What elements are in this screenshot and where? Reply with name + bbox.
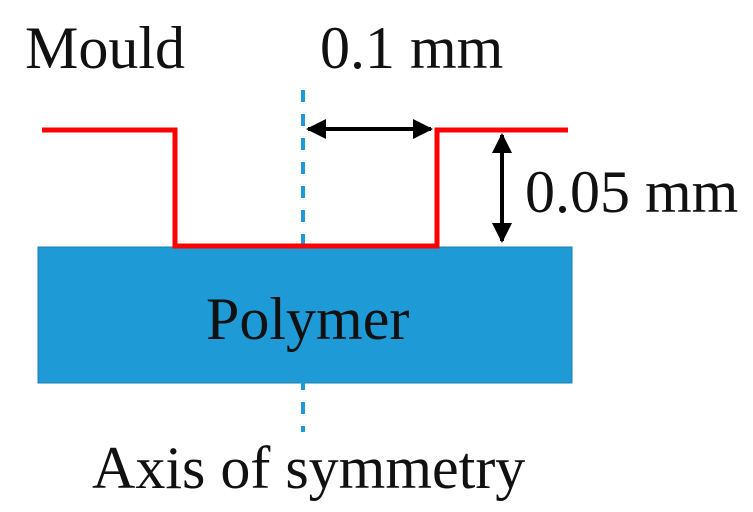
polymer-label: Polymer (206, 286, 410, 352)
mould-label: Mould (25, 15, 186, 81)
mould-profile (42, 127, 568, 249)
axis-of-symmetry-label: Axis of symmetry (92, 435, 526, 501)
depth-dimension-label: 0.05 mm (525, 159, 739, 225)
width-dimension-label: 0.1 mm (320, 15, 504, 81)
